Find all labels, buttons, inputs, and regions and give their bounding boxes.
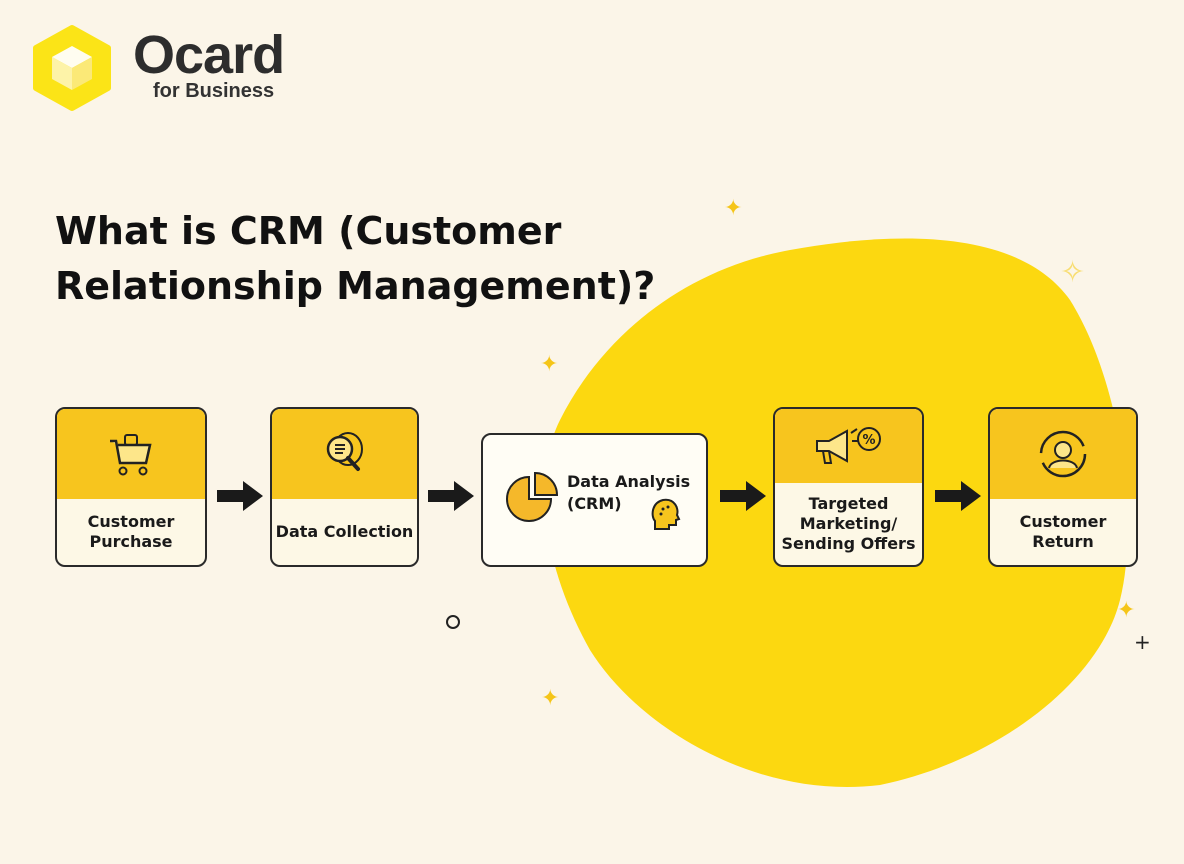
sparkle-icon: ✦ [724, 196, 743, 221]
step-customer-purchase: Customer Purchase [55, 407, 207, 567]
arrow-right-icon [217, 481, 263, 511]
step-data-analysis: Data Analysis (CRM) [481, 433, 708, 567]
logo-tagline: for Business [153, 80, 275, 102]
shopping-cart-icon [57, 409, 205, 499]
step-customer-return: Customer Return [988, 407, 1138, 567]
ocard-logo-icon [33, 25, 111, 111]
sparkle-icon: ✧ [1060, 255, 1086, 290]
step-data-collection: Data Collection [270, 407, 419, 567]
svg-text:%: % [862, 433, 875, 448]
arrow-right-icon [935, 481, 981, 511]
returning-customer-icon [990, 409, 1136, 499]
arrow-right-icon [428, 481, 474, 511]
step-label: Data Analysis (CRM) [567, 472, 691, 513]
step-targeted-marketing: % Targeted Marketing/ Sending Offers [773, 407, 924, 567]
step-label: Customer Purchase [87, 512, 175, 551]
plus-decoration-icon: + [1134, 630, 1151, 654]
step-label: Customer Return [1019, 512, 1107, 551]
sparkle-icon: ✦ [540, 352, 559, 377]
megaphone-icon: % [775, 409, 922, 483]
sparkle-icon: ✦ [541, 686, 560, 711]
step-label: Data Collection [275, 522, 414, 541]
step-label: Targeted Marketing/ Sending Offers [781, 494, 916, 553]
sparkle-icon: ✦ [1117, 598, 1136, 623]
logo-name: Ocard [133, 25, 285, 85]
circle-decoration [446, 615, 460, 629]
page-title: What is CRM (Customer Relationship Manag… [55, 209, 656, 308]
database-search-icon [272, 409, 417, 499]
arrow-right-icon [720, 481, 766, 511]
brain-head-icon [651, 498, 681, 530]
pie-chart-icon [506, 471, 559, 522]
